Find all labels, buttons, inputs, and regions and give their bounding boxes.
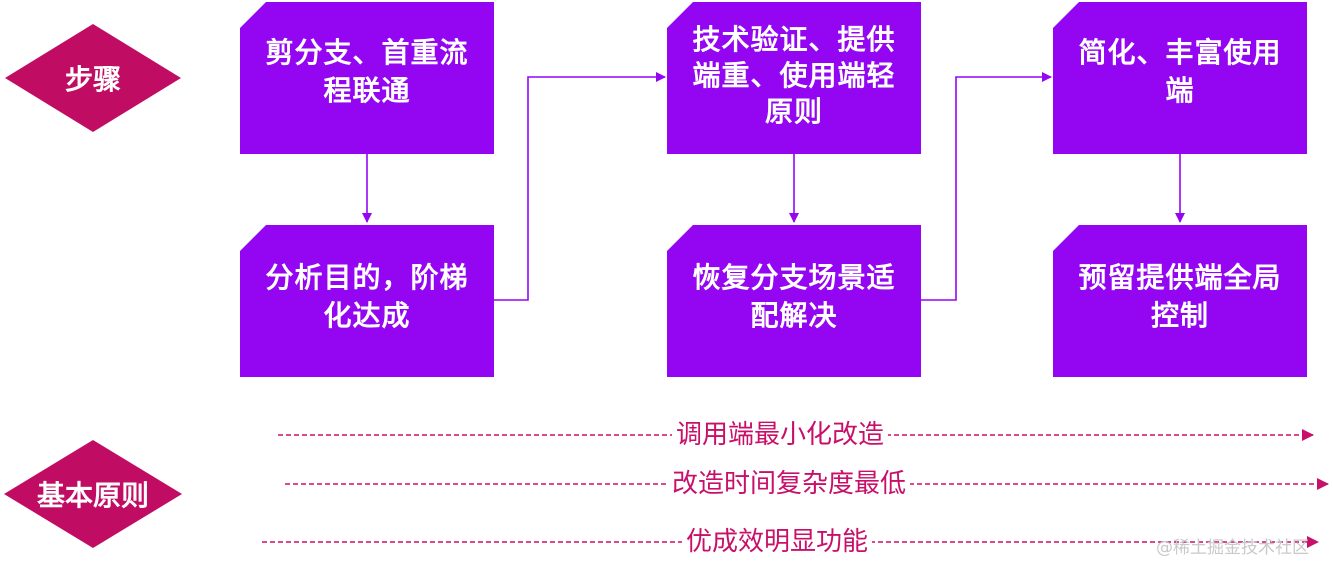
step-box-3: 技术验证、提供端重、使用端轻原则 [667,2,921,154]
step-box-4: 恢复分支场景适配解决 [667,225,921,377]
principles-label: 基本原则 [36,479,149,512]
step-box-6: 预留提供端全局控制 [1053,225,1307,377]
principle-3: 优成效明显功能 [682,526,873,558]
connector-box4-box5 [921,72,1052,301]
connector-box2-box3 [494,72,666,301]
principle-1: 调用端最小化改造 [672,419,889,451]
watermark: @稀土掘金技术社区 [1156,538,1309,558]
step-box-2: 分析目的，阶梯化达成 [240,225,494,377]
steps-diamond: 步骤 [5,24,181,132]
principle-2: 改造时间复杂度最低 [668,468,911,500]
steps-label: 步骤 [64,63,121,96]
principles-diamond: 基本原则 [4,440,182,548]
step-box-1: 剪分支、首重流程联通 [240,2,494,154]
step-box-5: 简化、丰富使用端 [1053,2,1307,154]
